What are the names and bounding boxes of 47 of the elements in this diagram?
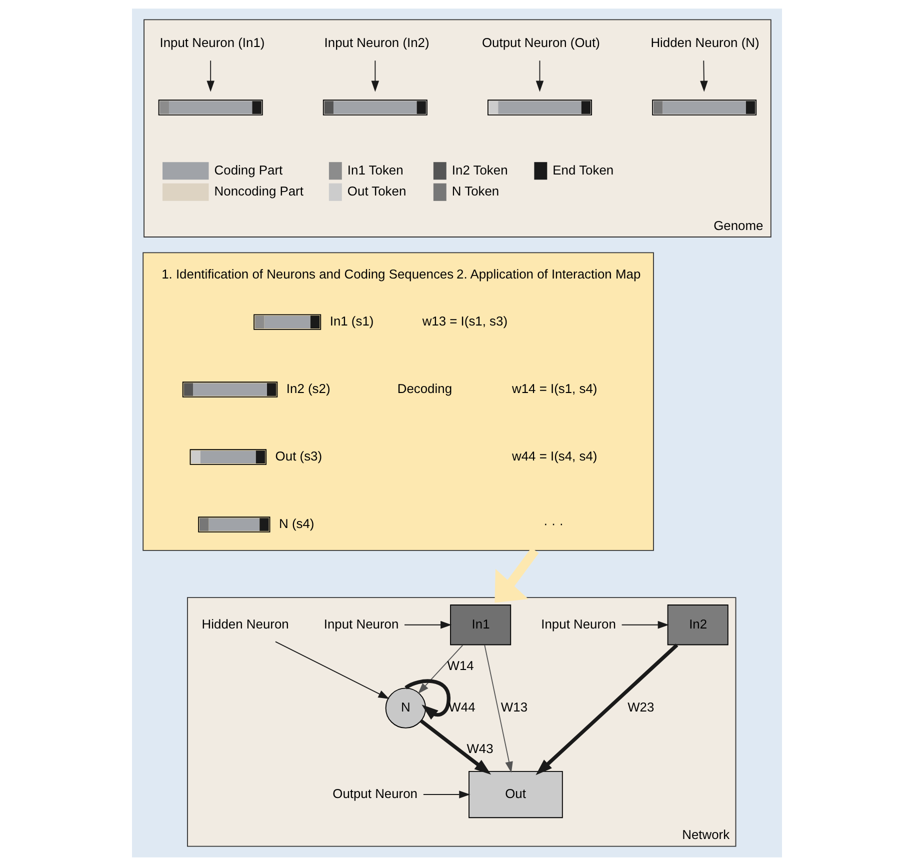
arrow — [484, 644, 512, 773]
node-label: N (s4) — [278, 516, 314, 531]
node-text: w44 = I(s4, s4) — [512, 448, 597, 464]
node-text: Hidden Neuron (N) — [650, 35, 759, 50]
arrow — [535, 60, 544, 92]
node-label: Out (s3) — [274, 448, 322, 464]
arrow — [404, 679, 450, 720]
node-box: In2 — [666, 604, 728, 646]
node-text: Input Neuron — [540, 616, 616, 632]
edge-label: W23 — [627, 699, 654, 714]
node-label: In2 (s2) — [286, 380, 330, 396]
edge-label: W14 — [446, 658, 474, 673]
node-text: Output Neuron — [332, 786, 418, 801]
node-text: w13 = I(s1, s3) — [422, 313, 508, 328]
arrow — [206, 60, 214, 92]
legend-label: In1 Token — [346, 162, 403, 178]
node-text: Input Neuron (In2) — [324, 35, 429, 50]
arrow — [417, 644, 463, 694]
node-text: Output Neuron (Out) — [481, 35, 600, 50]
node-label: In1 (s1) — [329, 313, 374, 328]
legend-label: Out Token — [346, 184, 406, 199]
node-box: Out — [468, 770, 562, 818]
node-box: In1 — [450, 604, 511, 646]
legend-label: Noncoding Part — [214, 184, 303, 199]
arrow — [420, 719, 491, 775]
node-text: Input Neuron — [323, 616, 398, 632]
arrow — [700, 60, 708, 92]
node-text: w14 = I(s1, s4) — [512, 380, 597, 396]
arrow — [422, 790, 470, 798]
arrow — [535, 644, 678, 776]
legend-label: Coding Part — [214, 162, 282, 178]
arrow — [370, 60, 379, 92]
edge-label: W43 — [466, 741, 493, 756]
label: Decoding — [396, 380, 452, 396]
arrow — [494, 548, 538, 603]
node-text: Hidden Neuron — [201, 616, 288, 632]
node-text: · · · — [542, 516, 564, 531]
arrow — [274, 641, 389, 699]
edge-label: W44 — [448, 699, 475, 714]
legend-label: N Token — [451, 184, 499, 199]
edge-label: W13 — [500, 699, 528, 714]
legend-label: In2 Token — [451, 162, 508, 178]
arrow — [620, 620, 668, 629]
legend-label: End Token — [552, 162, 614, 178]
node-circle: N — [384, 688, 426, 728]
arrow — [404, 620, 452, 629]
node-text: Input Neuron (In1) — [159, 35, 264, 50]
